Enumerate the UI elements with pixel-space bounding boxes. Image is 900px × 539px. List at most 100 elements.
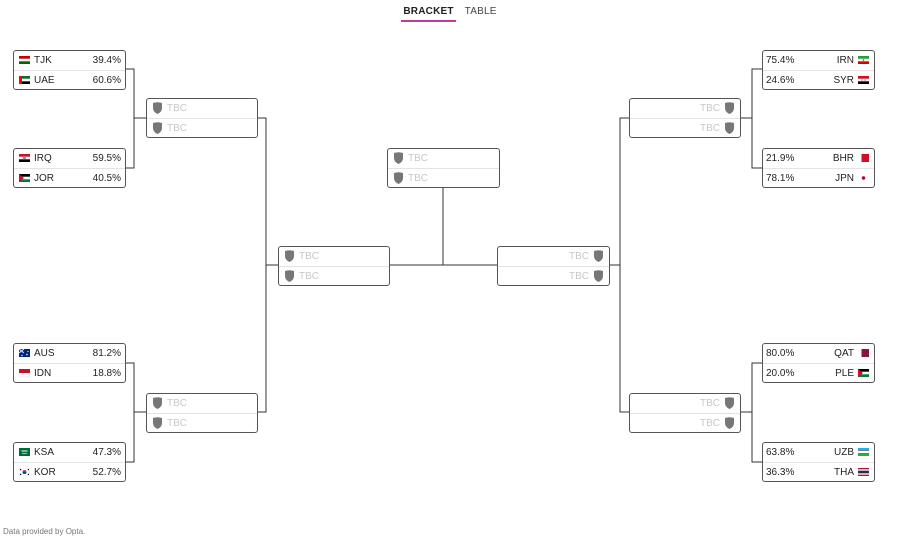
win-probability: 60.6% [92, 75, 121, 86]
team-row[interactable]: TBC [630, 118, 740, 137]
jordan-flag-icon [19, 174, 30, 182]
qatar-flag-icon [858, 349, 869, 357]
match-r16-left-4[interactable]: KSA 47.3% KOR 52.7% [13, 442, 126, 482]
team-row[interactable]: 80.0% QAT [763, 344, 874, 363]
match-r16-right-3[interactable]: 80.0% QAT 20.0% PLE [762, 343, 875, 383]
team-row[interactable]: TBC [630, 394, 740, 413]
match-r16-left-3[interactable]: AUS 81.2% IDN 18.8% [13, 343, 126, 383]
team-row[interactable]: 75.4% IRN [763, 51, 874, 70]
team-code: UZB [834, 447, 854, 458]
win-probability: 78.1% [766, 173, 795, 184]
win-probability: 80.0% [766, 348, 795, 359]
shield-icon [594, 250, 603, 262]
shield-icon [594, 270, 603, 282]
shield-icon [725, 102, 734, 114]
team-code: IDN [34, 368, 52, 379]
shield-icon [285, 250, 294, 262]
team-row[interactable]: TBC [630, 413, 740, 432]
view-tabs: BRACKET TABLE [0, 6, 900, 22]
match-qf-left-1[interactable]: TBC TBC [146, 98, 258, 138]
match-r16-right-2[interactable]: 21.9% BHR 78.1% JPN [762, 148, 875, 188]
tab-bracket[interactable]: BRACKET [401, 6, 456, 22]
team-row[interactable]: TBC [279, 247, 389, 266]
tab-table[interactable]: TABLE [464, 6, 497, 17]
team-row[interactable]: TBC [498, 247, 609, 266]
team-code: KSA [34, 447, 55, 458]
match-r16-right-4[interactable]: 63.8% UZB 36.3% THA [762, 442, 875, 482]
match-r16-right-1[interactable]: 75.4% IRN 24.6% SYR [762, 50, 875, 90]
match-r16-left-2[interactable]: IRQ 59.5% JOR 40.5% [13, 148, 126, 188]
team-row[interactable]: 21.9% BHR [763, 149, 874, 168]
team-row[interactable]: TBC [147, 413, 257, 432]
win-probability: 20.0% [766, 368, 795, 379]
win-probability: 81.2% [92, 348, 121, 359]
syria-flag-icon [858, 76, 869, 84]
tbc-label: TBC [167, 398, 187, 409]
win-probability: 24.6% [766, 75, 795, 86]
tbc-label: TBC [700, 123, 720, 134]
team-row[interactable]: KOR 52.7% [14, 462, 125, 481]
shield-icon [725, 397, 734, 409]
shield-icon [153, 417, 162, 429]
team-code: BHR [832, 153, 854, 164]
japan-flag-icon [858, 174, 869, 182]
tbc-label: TBC [408, 173, 428, 184]
team-code: QAT [834, 348, 854, 359]
team-row[interactable]: 63.8% UZB [763, 443, 874, 462]
shield-icon [153, 397, 162, 409]
team-row[interactable]: IRQ 59.5% [14, 149, 125, 168]
team-code: THA [834, 467, 854, 478]
match-qf-left-2[interactable]: TBC TBC [146, 393, 258, 433]
win-probability: 52.7% [92, 467, 121, 478]
team-code: JOR [34, 173, 54, 184]
tbc-label: TBC [167, 123, 187, 134]
tajikistan-flag-icon [19, 56, 30, 64]
korea-flag-icon [19, 468, 30, 476]
team-row[interactable]: UAE 60.6% [14, 70, 125, 89]
team-code: UAE [34, 75, 55, 86]
uae-flag-icon [19, 76, 30, 84]
team-row[interactable]: TJK 39.4% [14, 51, 125, 70]
match-qf-right-1[interactable]: TBC TBC [629, 98, 741, 138]
team-row[interactable]: TBC [147, 118, 257, 137]
team-row[interactable]: TBC [279, 266, 389, 285]
team-row[interactable]: KSA 47.3% [14, 443, 125, 462]
team-row[interactable]: TBC [147, 394, 257, 413]
tbc-label: TBC [167, 418, 187, 429]
match-final[interactable]: TBC TBC [387, 148, 500, 188]
match-r16-left-1[interactable]: TJK 39.4% UAE 60.6% [13, 50, 126, 90]
match-sf-left[interactable]: TBC TBC [278, 246, 390, 286]
tbc-label: TBC [569, 251, 589, 262]
team-code: IRQ [34, 153, 52, 164]
team-row[interactable]: 24.6% SYR [763, 70, 874, 89]
team-code: PLE [835, 368, 854, 379]
team-row[interactable]: AUS 81.2% [14, 344, 125, 363]
team-row[interactable]: IDN 18.8% [14, 363, 125, 382]
team-row[interactable]: 78.1% JPN [763, 168, 874, 187]
indonesia-flag-icon [19, 369, 30, 377]
shield-icon [725, 122, 734, 134]
tbc-label: TBC [569, 271, 589, 282]
team-row[interactable]: TBC [630, 99, 740, 118]
team-row[interactable]: 20.0% PLE [763, 363, 874, 382]
team-row[interactable]: 36.3% THA [763, 462, 874, 481]
shield-icon [285, 270, 294, 282]
team-code: KOR [34, 467, 56, 478]
match-sf-right[interactable]: TBC TBC [497, 246, 610, 286]
team-row[interactable]: TBC [498, 266, 609, 285]
team-code: AUS [34, 348, 55, 359]
bahrain-flag-icon [858, 154, 869, 162]
team-row[interactable]: TBC [147, 99, 257, 118]
australia-flag-icon [19, 349, 30, 357]
team-row[interactable]: TBC [388, 149, 499, 168]
win-probability: 40.5% [92, 173, 121, 184]
team-code: SYR [833, 75, 854, 86]
data-attribution: Data provided by Opta. [3, 527, 86, 536]
tbc-label: TBC [408, 153, 428, 164]
uzbekistan-flag-icon [858, 448, 869, 456]
match-qf-right-2[interactable]: TBC TBC [629, 393, 741, 433]
team-row[interactable]: JOR 40.5% [14, 168, 125, 187]
win-probability: 75.4% [766, 55, 795, 66]
team-row[interactable]: TBC [388, 168, 499, 187]
